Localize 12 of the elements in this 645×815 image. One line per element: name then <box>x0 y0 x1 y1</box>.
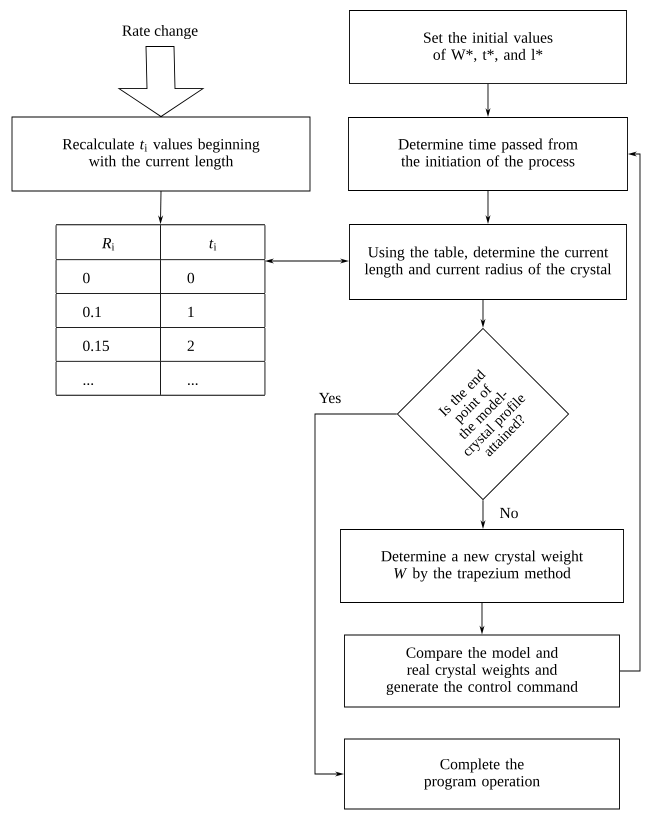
process-box: Complete the program operation <box>344 738 620 810</box>
process-box: Compare the model and real crystal weights and generate the control command <box>344 634 620 708</box>
data-table: R$_{i}$ t$_{i}$ 0 0 0.1 1 0.15 2 ... ... <box>56 224 266 396</box>
process-box: Determine time passed from the initiation of the process <box>348 117 628 191</box>
edge-label: No <box>498 506 520 520</box>
block-arrow <box>118 46 204 118</box>
edge-label: Yes <box>318 392 342 404</box>
input-label: Rate change <box>122 24 198 40</box>
process-box: Set the initial values of W*, t*, and l* <box>349 10 627 84</box>
process-box: Recalculate t$_{i}$ values beginning with the current length <box>12 116 310 192</box>
process-box: Using the table, determine the current length and current radius of the crystal <box>349 224 627 300</box>
process-box: Determine a new crystal weight W by the trapezium method <box>340 529 624 603</box>
